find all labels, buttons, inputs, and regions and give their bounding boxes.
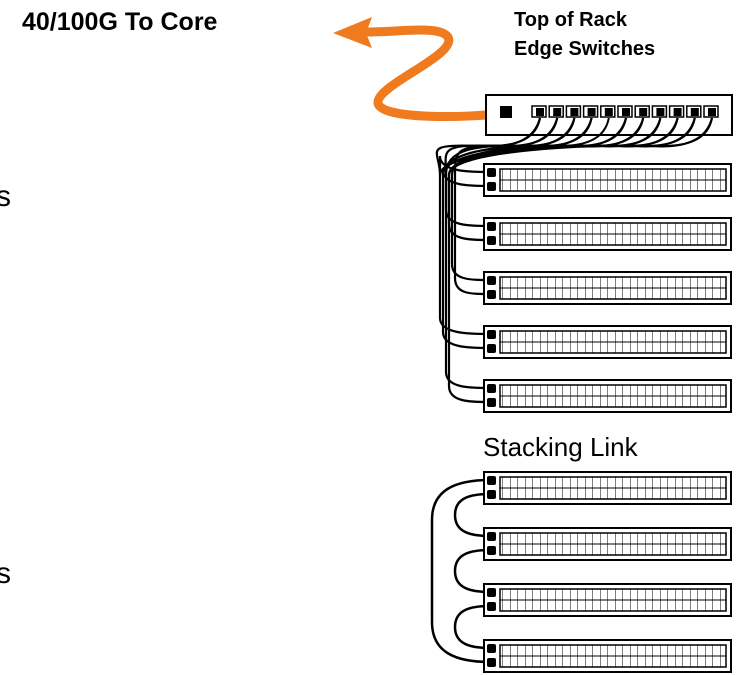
rj45-port-icon xyxy=(487,344,496,353)
rj45-port-icon xyxy=(487,182,496,191)
rj45-port-icon xyxy=(487,168,496,177)
tor-cable-bundle xyxy=(435,117,714,404)
network-cable xyxy=(524,117,576,147)
network-cable xyxy=(644,117,696,147)
core-uplink-cable xyxy=(333,17,510,122)
stacking-cable xyxy=(453,548,491,594)
rj45-port-icon xyxy=(487,290,496,299)
network-cable xyxy=(450,117,645,282)
rj45-port-icon xyxy=(587,108,596,116)
stacking-link-label: Stacking Link xyxy=(483,432,638,462)
rj45-port-icon xyxy=(487,644,496,653)
rj45-port-icon xyxy=(487,588,496,597)
rj45-port-icon xyxy=(487,330,496,339)
rj45-port-icon xyxy=(487,546,496,555)
network-cable xyxy=(507,117,559,147)
core-uplink-label: 40/100G To Core xyxy=(22,8,218,36)
tor-label-line2: Edge Switches xyxy=(514,38,656,60)
rj45-port-icon xyxy=(622,108,630,116)
rj45-port-icon xyxy=(487,222,496,231)
stacking-cable xyxy=(453,604,491,650)
rj45-port-icon xyxy=(639,108,648,116)
network-cable xyxy=(661,117,713,147)
tor-label-line1: Top of Rack xyxy=(514,9,627,31)
rj45-port-icon xyxy=(604,108,613,116)
stacking-cable xyxy=(453,492,491,538)
network-cable xyxy=(541,117,593,147)
rj45-port-icon xyxy=(553,108,562,116)
rj45-port-icon xyxy=(487,490,496,499)
network-cable xyxy=(558,117,610,147)
network-cable xyxy=(447,117,679,404)
rj45-port-icon xyxy=(487,476,496,485)
stacked-switch xyxy=(483,471,732,505)
rj45-port-icon xyxy=(487,532,496,541)
network-cable xyxy=(627,117,679,147)
cropped-text-fragment: s xyxy=(0,180,11,213)
rj45-port-icon xyxy=(500,106,512,118)
uplink-arrow-icon xyxy=(333,17,372,48)
rj45-port-icon xyxy=(570,108,579,116)
rj45-port-icon xyxy=(673,108,682,116)
network-cable xyxy=(610,117,662,147)
stacked-switch xyxy=(483,639,732,673)
stacked-switch xyxy=(483,527,732,561)
rj45-port-icon xyxy=(487,384,496,393)
rj45-port-icon xyxy=(690,108,699,116)
access-switch xyxy=(483,379,732,413)
stacked-switch xyxy=(483,583,732,617)
rj45-port-icon xyxy=(487,398,496,407)
tor-edge-switches-label: Top of Rack Edge Switches xyxy=(514,6,655,64)
rj45-port-icon xyxy=(708,108,716,116)
rj45-port-icon xyxy=(487,658,496,667)
rj45-port-icon xyxy=(487,602,496,611)
stacking-cable-loop xyxy=(430,478,491,664)
rj45-port-icon xyxy=(536,108,544,116)
stacking-return-cable xyxy=(430,478,491,664)
access-switch xyxy=(483,217,732,251)
access-switch xyxy=(483,163,732,197)
rj45-port-icon xyxy=(656,108,665,116)
access-switch xyxy=(483,271,732,305)
network-cable xyxy=(575,117,627,147)
access-switch xyxy=(483,325,732,359)
cropped-text-fragment: s xyxy=(0,557,11,590)
rj45-port-icon xyxy=(487,236,496,245)
rj45-port-icon xyxy=(487,276,496,285)
network-cable xyxy=(593,117,645,147)
aggregation-switch xyxy=(485,94,733,136)
network-cable xyxy=(489,117,541,147)
